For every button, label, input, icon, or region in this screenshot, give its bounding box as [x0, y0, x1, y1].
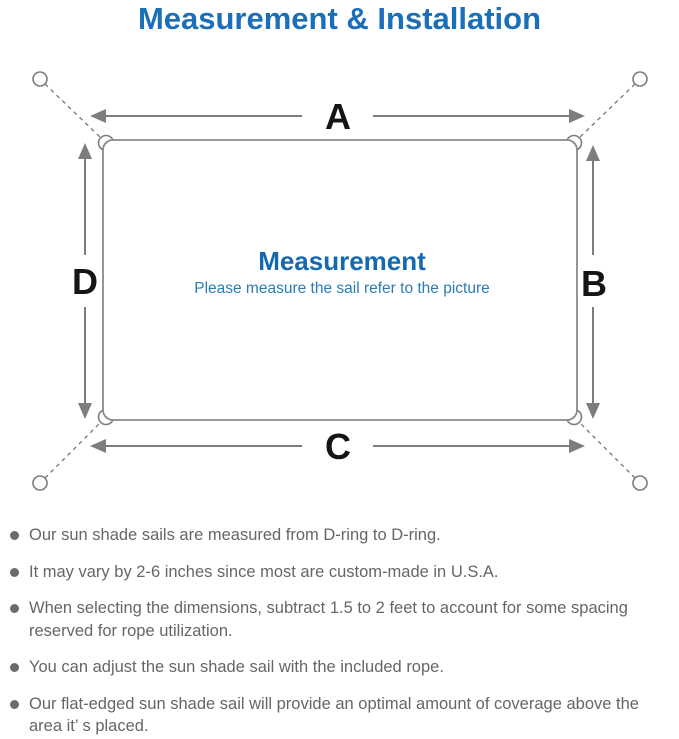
- page-title: Measurement & Installation: [137, 1, 542, 36]
- note-item: You can adjust the sun shade sail with t…: [10, 656, 669, 679]
- anchor-point-icon: [32, 71, 648, 491]
- note-item: It may vary by 2-6 inches since most are…: [10, 561, 669, 584]
- dimension-arrow-c: C: [90, 426, 585, 467]
- dimension-arrow-d: D: [72, 143, 98, 419]
- note-text: You can adjust the sun shade sail with t…: [29, 658, 444, 676]
- dimension-arrow-a: A: [90, 96, 585, 137]
- note-text: Our flat-edged sun shade sail will provi…: [29, 694, 639, 736]
- dimension-label-a: A: [325, 96, 351, 137]
- diagram-subtitle: Please measure the sail refer to the pic…: [194, 280, 490, 297]
- shade-sail-outline: [102, 139, 578, 421]
- note-item: Our flat-edged sun shade sail will provi…: [10, 693, 669, 738]
- dimension-arrow-b: B: [581, 145, 607, 419]
- dimension-label-b: B: [581, 263, 607, 304]
- note-text: It may vary by 2-6 inches since most are…: [29, 562, 499, 581]
- dimension-label-d: D: [72, 261, 98, 302]
- dimension-label-c: C: [325, 426, 351, 467]
- bullet-icon: [10, 663, 19, 672]
- note-item: When selecting the dimensions, subtract …: [10, 597, 669, 642]
- measurement-diagram: A C D B Measurement Please meas: [32, 71, 648, 491]
- rope-dashed-lines: [44, 83, 636, 479]
- note-item: Our sun shade sails are measured from D-…: [10, 524, 669, 547]
- note-text: Our sun shade sails are measured from D-…: [29, 526, 441, 544]
- bullet-icon: [10, 604, 19, 613]
- note-text: When selecting the dimensions, subtract …: [29, 599, 628, 640]
- notes-list: Our sun shade sails are measured from D-…: [10, 524, 669, 739]
- bullet-icon: [10, 699, 19, 709]
- bullet-icon: [10, 531, 19, 540]
- bullet-icon: [10, 567, 19, 577]
- diagram-heading: Measurement: [258, 246, 426, 276]
